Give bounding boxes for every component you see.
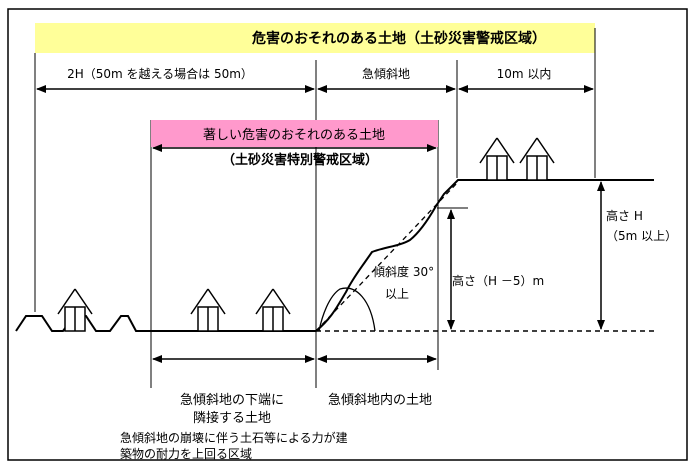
dimension-slope-label: 急傾斜地	[362, 66, 410, 81]
adjacent-land-label: 急傾斜地の下端に	[180, 393, 284, 408]
collapse-force-note-2: 築物の耐力を上回る区域	[120, 446, 252, 461]
warning-zone-banner	[35, 23, 595, 53]
house-icon	[190, 288, 226, 332]
special-zone-title: 著しい危害のおそれのある土地	[203, 127, 385, 143]
house-icon	[479, 137, 515, 181]
special-zone-banner	[151, 120, 438, 147]
slope-angle-label: 傾斜度 30°	[373, 264, 434, 279]
dimension-10m-label: 10m 以内	[497, 67, 552, 81]
slope-angle-label-2: 以上	[385, 287, 409, 301]
partial-height-label: 高さ（H －5）m	[452, 273, 544, 288]
collapse-force-note: 急傾斜地の崩壊に伴う土石等による力が建	[120, 430, 348, 445]
full-height-label: 高さ H	[606, 208, 643, 223]
frame-border	[7, 8, 688, 461]
special-zone-subtitle: （土砂災害特別警戒区域）	[222, 152, 378, 168]
warning-zone-title: 危害のおそれのある土地（土砂災害警戒区域）	[251, 30, 546, 47]
dimension-2h-label: 2H（50m を越える場合は 50m）	[67, 66, 253, 81]
house-icon	[255, 288, 291, 332]
house-icon	[57, 288, 93, 332]
slope-land-label: 急傾斜地内の土地	[328, 392, 432, 408]
adjacent-land-label-2: 隣接する土地	[193, 410, 271, 426]
terrain-profile	[15, 179, 654, 332]
full-height-label-2: （5m 以上）	[606, 229, 677, 243]
house-icon	[519, 137, 555, 181]
slope-30deg-dashed	[315, 181, 459, 332]
rock-icon	[318, 287, 376, 332]
